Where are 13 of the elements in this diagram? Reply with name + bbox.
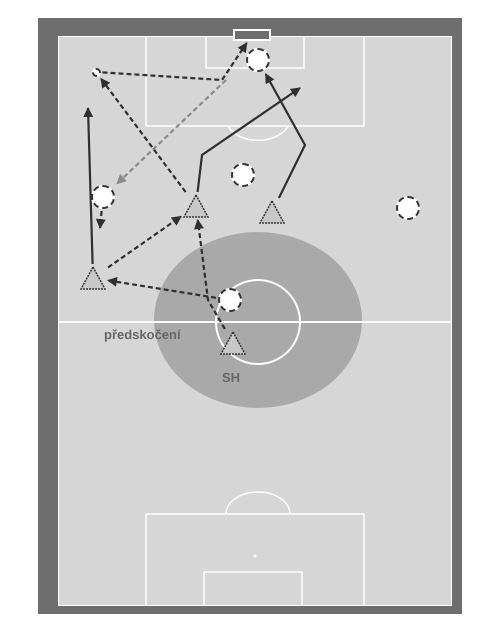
pitch-label: předskočení [104,326,181,344]
movement-arrow [264,73,306,198]
movement-arrow [107,276,216,299]
movement-arrow [83,107,94,264]
movement-arrow [107,216,182,268]
pitch-label: SH [222,369,240,387]
goal-box [233,29,271,41]
movement-arrow [194,219,226,330]
movement-arrow [116,79,227,184]
movement-arrow [100,78,186,193]
movement-arrow [196,87,301,192]
movement-arrow [102,42,248,82]
movement-arrow [96,210,106,229]
